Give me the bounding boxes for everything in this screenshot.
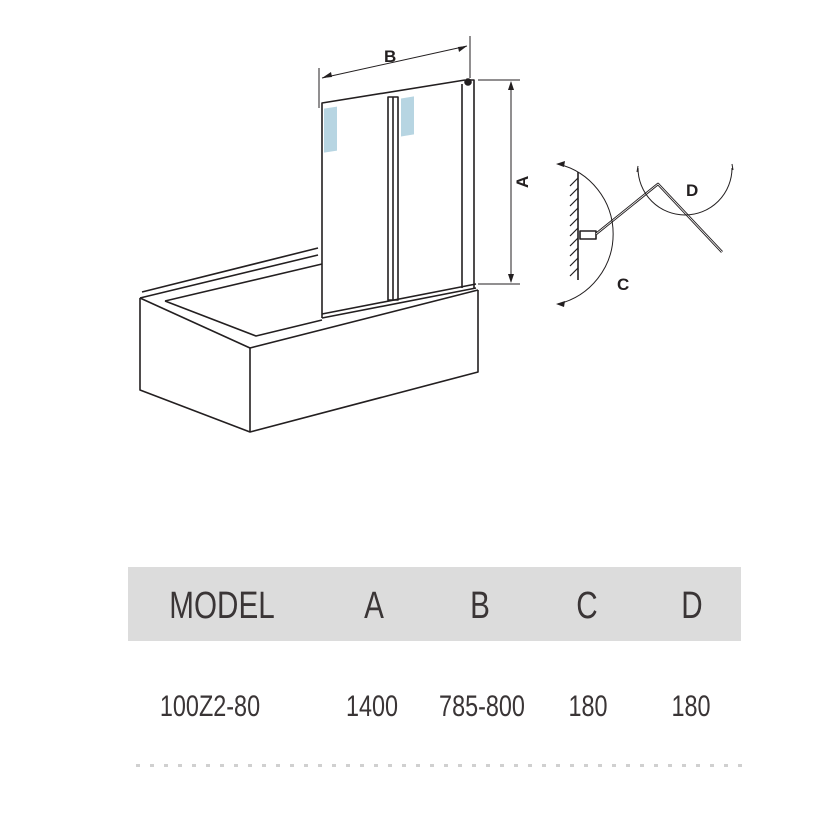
label-b: B <box>384 47 396 66</box>
dotted-divider <box>136 764 744 767</box>
bath-screen-panel <box>321 78 477 319</box>
header-c: C <box>576 585 598 627</box>
cell-d: 180 <box>671 690 711 723</box>
glass-highlight-right <box>401 96 414 137</box>
label-d: D <box>686 181 698 200</box>
cell-model: 100Z2-80 <box>159 690 261 723</box>
label-a: A <box>513 176 532 188</box>
cell-b: 785-800 <box>439 690 525 723</box>
header-model: MODEL <box>169 585 275 627</box>
cell-c: 180 <box>568 690 608 723</box>
table-header-row <box>128 567 741 641</box>
dimension-a <box>478 79 520 285</box>
cell-a: 1400 <box>345 690 399 723</box>
header-a: A <box>364 585 384 627</box>
plan-view-diagram <box>556 161 734 307</box>
bath-screen-diagram: B A C D <box>139 36 734 433</box>
label-c: C <box>617 275 629 294</box>
dimension-b <box>318 36 471 108</box>
header-d: D <box>681 585 703 627</box>
bathtub-drawing <box>139 247 479 433</box>
header-b: B <box>470 585 490 627</box>
glass-highlight-left <box>324 106 337 153</box>
